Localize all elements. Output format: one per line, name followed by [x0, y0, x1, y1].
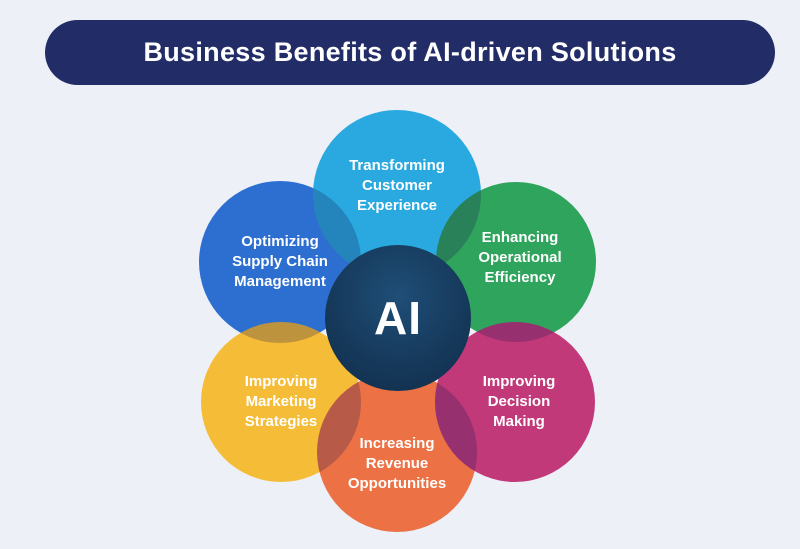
center-ai-label: AI — [374, 292, 422, 344]
page-title: Business Benefits of AI-driven Solutions — [143, 37, 677, 67]
petal-label-marketing-strategies: Improving Marketing Strategies — [244, 373, 318, 430]
petal-label-customer-experience: Transforming Customer Experience — [349, 157, 445, 214]
petal-label-operational-efficiency: Enhancing Operational Efficiency — [478, 229, 562, 286]
petal-label-supply-chain: Optimizing Supply Chain Management — [232, 233, 328, 290]
title-banner: Business Benefits of AI-driven Solutions — [45, 20, 775, 85]
center-ai-circle: AI — [325, 245, 471, 391]
petal-label-decision-making: Improving Decision Making — [482, 373, 556, 430]
petal-label-revenue-opportunities: Increasing Revenue Opportunities — [347, 435, 447, 492]
